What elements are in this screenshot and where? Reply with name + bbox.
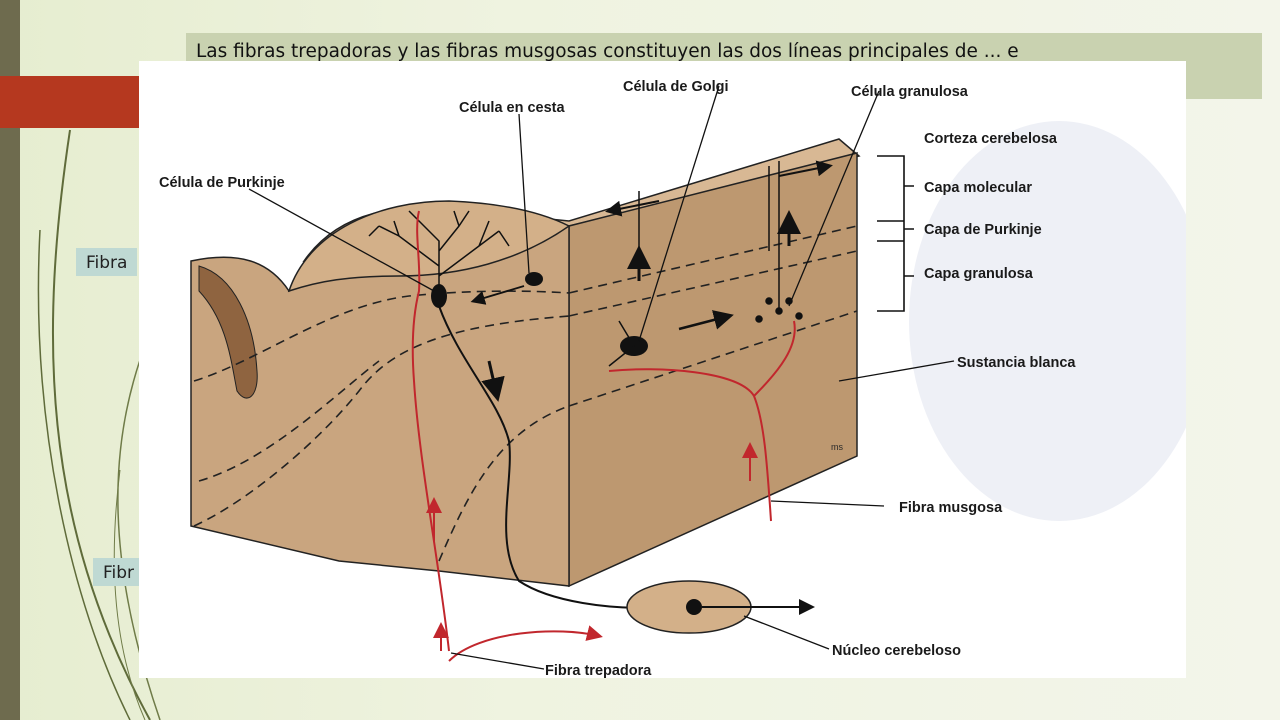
side-layer-lines — [568, 225, 858, 407]
side-label-lower-text: Fibr — [103, 563, 135, 583]
top-arrow-right — [778, 160, 833, 177]
golgi-arrow — [678, 310, 734, 331]
mossy-fiber — [608, 320, 796, 522]
climbing-fiber — [411, 210, 450, 652]
top-arrow-left — [605, 200, 660, 217]
sulcus — [198, 265, 258, 399]
tissue-side-face — [568, 152, 858, 588]
title-accent-block — [0, 76, 145, 128]
slide-text: Las fibras trepadoras y las fibras musgo… — [196, 41, 1019, 62]
leader-lines — [248, 85, 955, 670]
label-nucleo: Núcleo cerebeloso — [832, 643, 961, 659]
purkinje-axon — [438, 305, 670, 609]
basket-arrow — [470, 285, 525, 305]
label-purkinje-cell: Célula de Purkinje — [159, 175, 285, 191]
label-capa-purkinje: Capa de Purkinje — [924, 222, 1042, 238]
label-capa-granulosa: Capa granulosa — [924, 266, 1034, 282]
golgi-processes — [608, 320, 635, 367]
label-granulosa: Célula granulosa — [851, 84, 969, 100]
purkinje-dendrites — [368, 210, 510, 296]
left-accent-bar — [0, 0, 20, 720]
label-fibra-musgosa: Fibra musgosa — [899, 500, 1003, 516]
side-label-lower: Fibr — [93, 558, 145, 586]
cerebellum-figure: Célula de Golgi Célula granulosa Célula … — [139, 61, 1186, 678]
front-layer-lines — [193, 290, 570, 562]
side-label-upper: Fibra — [76, 248, 138, 276]
purkinje-soma — [431, 284, 447, 308]
tissue-front-face — [190, 221, 570, 587]
label-cesta: Célula en cesta — [459, 100, 566, 116]
side-label-upper-text: Fibra — [86, 253, 128, 273]
artist-signature: ms — [831, 442, 843, 452]
background-blob — [909, 121, 1186, 521]
layer-bracket — [877, 155, 914, 312]
label-fibra-trepadora: Fibra trepadora — [545, 663, 652, 678]
label-sustancia-blanca: Sustancia blanca — [957, 355, 1076, 371]
label-corteza: Corteza cerebelosa — [924, 131, 1058, 147]
climbing-collateral — [448, 625, 603, 662]
nucleus-neuron — [686, 599, 702, 615]
cerebellum-diagram: Célula de Golgi Célula granulosa Célula … — [159, 79, 1186, 678]
label-golgi: Célula de Golgi — [623, 79, 729, 95]
label-capa-molecular: Capa molecular — [924, 180, 1032, 196]
folium-cap — [287, 200, 571, 293]
basket-soma — [525, 272, 543, 286]
axon-arrow — [481, 360, 505, 402]
